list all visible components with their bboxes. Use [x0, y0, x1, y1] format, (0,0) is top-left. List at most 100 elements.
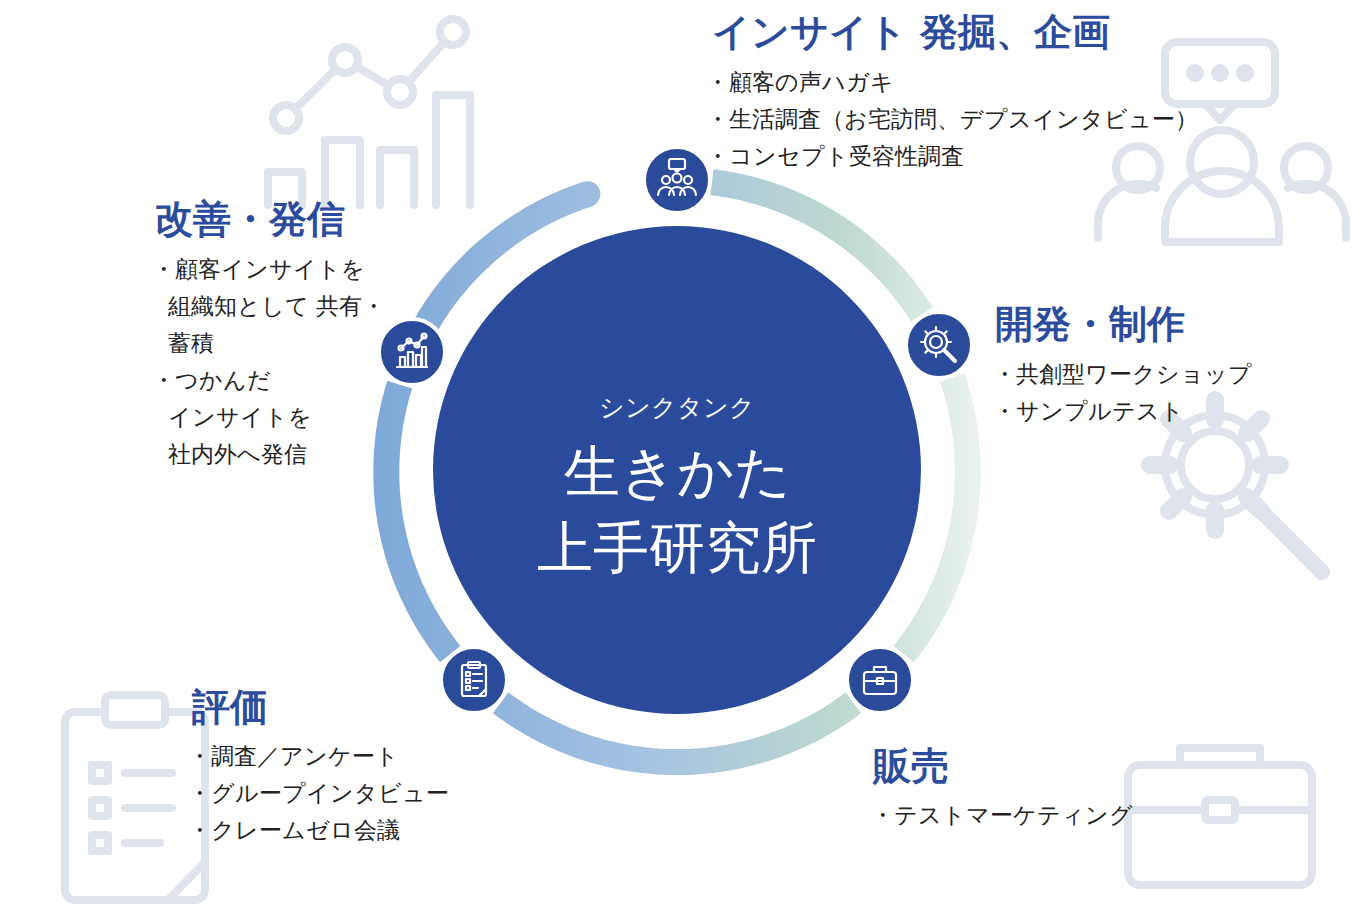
- bullet-item: ・サンプルテスト: [993, 393, 1252, 430]
- stage-icon-node: 改善・発信・顧客インサイトを 組織知として 共有・蓄積・つかんだ インサイトを …: [377, 317, 447, 387]
- bullet-item: ・グループインタビュー: [188, 775, 449, 812]
- people-bubble-dot: [1190, 68, 1200, 78]
- briefcase-seam: [1128, 806, 1312, 814]
- icon-stroke: [674, 169, 680, 172]
- faint-icons: [65, 19, 1346, 900]
- icon-stroke: [462, 665, 486, 696]
- briefcase-handle: [1180, 748, 1260, 765]
- bullet-list: ・顧客の声ハガキ・生活調査（お宅訪問、デプスインタビュー）・コンセプト受容性調査: [706, 64, 1198, 175]
- briefcase-body: [1128, 765, 1312, 885]
- person-head: [1190, 130, 1254, 194]
- clipboard-lines: [125, 773, 172, 843]
- icon-stroke: [658, 187, 696, 195]
- briefcase-latch: [1205, 800, 1235, 820]
- clipboard-box: [92, 765, 108, 781]
- stage-icon-node: 評価・調査／アンケート・グループインタビュー・クレームゼロ会議: [439, 645, 509, 715]
- icon-disc: [379, 319, 445, 385]
- stage-heading: 販売: [873, 744, 949, 788]
- icon-glyph: [864, 667, 896, 694]
- stage-heading: 評価: [192, 685, 268, 729]
- person-body: [1165, 171, 1279, 242]
- clipboard-clip: [105, 695, 165, 725]
- bullet-item: ・生活調査（お宅訪問、デプスインタビュー）: [706, 101, 1198, 138]
- bullet-item: ・コンセプト受容性調査: [706, 138, 1198, 175]
- bullet-item: ・顧客の声ハガキ: [706, 64, 1198, 101]
- chart-dot: [273, 105, 299, 131]
- chart-bars: [268, 95, 470, 205]
- chart-line: [286, 32, 453, 118]
- clipboard-box: [92, 835, 108, 851]
- center-subtitle: シンクタンク: [432, 392, 922, 424]
- center-circle: シンクタンク生きかた 上手研究所: [432, 225, 922, 715]
- person-body: [1098, 184, 1156, 238]
- icon-stroke: [864, 680, 896, 682]
- stage-heading: 改善・発信: [155, 197, 345, 241]
- icon-stroke: [422, 347, 426, 367]
- icon-stroke: [416, 355, 421, 367]
- icon-glyph: [658, 159, 696, 195]
- icon-stroke: [669, 159, 685, 169]
- bullet-list: ・顧客インサイトを 組織知として 共有・蓄積・つかんだ インサイトを 社内外へ発…: [152, 251, 392, 473]
- clipboard-board: [65, 712, 205, 900]
- bullet-item: ・顧客インサイトを 組織知として 共有・蓄積: [152, 251, 392, 362]
- icon-stroke: [930, 336, 942, 348]
- icon-stroke: [408, 352, 413, 367]
- stage-icon-node: 販売・テストマーケティング: [845, 645, 915, 715]
- icon-stroke: [400, 357, 405, 367]
- icon-stroke: [473, 674, 486, 696]
- stage-icon-node: 開発・制作・共創型ワークショップ・サンプルテスト: [904, 310, 974, 380]
- bullet-item: ・テストマーケティング: [871, 797, 1133, 834]
- person-body: [1288, 184, 1346, 238]
- icon-stroke: [422, 334, 427, 339]
- center-circle-fill: [433, 226, 921, 714]
- people-bubble-dot: [1240, 68, 1250, 78]
- bullet-item: ・つかんだ インサイトを 社内外へ発信: [152, 362, 392, 473]
- bullet-item: ・共創型ワークショップ: [993, 356, 1252, 393]
- center-title: 生きかた 上手研究所: [527, 434, 827, 586]
- stage-heading: インサイト 発掘、企画: [712, 10, 1110, 54]
- icon-stroke: [673, 174, 682, 183]
- icon-stroke: [466, 686, 470, 690]
- bullet-list: ・共創型ワークショップ・サンプルテスト: [993, 356, 1252, 430]
- icon-glyph: [921, 327, 955, 361]
- stage-icon-circle: [642, 145, 712, 215]
- bullet-list: ・テストマーケティング: [871, 797, 1133, 834]
- icon-stroke: [684, 176, 692, 184]
- stage-icon-circle: [904, 310, 974, 380]
- clipboard-fold: [168, 862, 205, 900]
- magnifier-handle: [1248, 498, 1322, 572]
- icon-stroke: [466, 672, 470, 676]
- icon-stroke: [662, 176, 670, 184]
- icon-stroke: [944, 350, 955, 361]
- icon-disc: [847, 647, 913, 713]
- icon-stroke: [877, 678, 883, 684]
- stage-icon-node: インサイト 発掘、企画・顧客の声ハガキ・生活調査（お宅訪問、デプスインタビュー）…: [642, 145, 712, 215]
- stage-icon-circle: [845, 645, 915, 715]
- icon-stroke: [466, 679, 470, 683]
- stage-icon-circle: [377, 317, 447, 387]
- icon-disc: [644, 147, 710, 213]
- chart-dot: [387, 79, 413, 105]
- icon-stroke: [407, 339, 412, 344]
- stage-heading: 開発・制作: [995, 302, 1185, 346]
- magnifier-lens: [1181, 431, 1249, 499]
- people-bubble: [1165, 42, 1275, 104]
- icon-stroke: [401, 336, 424, 348]
- icon-disc: [441, 647, 507, 713]
- bullet-item: ・クレームゼロ会議: [188, 812, 449, 849]
- icon-stroke: [399, 346, 404, 351]
- clipboard-box: [92, 800, 108, 816]
- people-bubble-dot: [1215, 68, 1225, 78]
- chart-dot: [332, 47, 358, 73]
- bullet-item: ・調査／アンケート: [188, 738, 449, 775]
- people-bubble-tail: [1205, 104, 1235, 120]
- icon-glyph: [462, 662, 486, 696]
- icon-glyph: [397, 334, 427, 368]
- icon-stroke: [415, 343, 420, 348]
- icon-stroke: [468, 662, 480, 668]
- stage-icon-circle: [439, 645, 509, 715]
- bullet-list: ・調査／アンケート・グループインタビュー・クレームゼロ会議: [188, 738, 449, 849]
- icon-stroke: [864, 672, 896, 694]
- icon-disc: [906, 312, 972, 378]
